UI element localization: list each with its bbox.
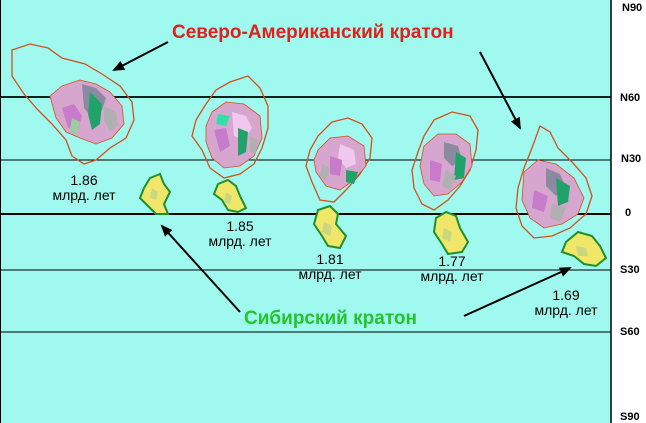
north-american-craton-1-85 [191, 75, 269, 179]
lat-label-equator: 0 [625, 207, 631, 219]
age-value-1-77: 1.77 [438, 253, 465, 269]
arrow-to-siberian-last [463, 267, 572, 317]
latitude-labels: N90 N60 N30 0 S30 S60 S90 [620, 2, 642, 423]
siberian-craton-1-85 [212, 178, 248, 214]
north-american-craton-label: Северо-Американский кратон [172, 22, 454, 43]
age-unit-1-86: млрд. лет [52, 187, 116, 203]
lat-label-s90: S90 [620, 411, 640, 423]
age-unit-1-85: млрд. лет [208, 233, 272, 249]
north-american-craton-1-77 [411, 111, 479, 211]
age-unit-1-81: млрд. лет [298, 266, 362, 282]
pointer-arrows [112, 41, 572, 317]
arrow-to-north-american-first [112, 41, 169, 71]
age-unit-1-69: млрд. лет [534, 302, 598, 318]
north-american-craton-1-81 [305, 117, 373, 203]
lat-label-s60: S60 [620, 326, 640, 338]
lat-label-n60: N60 [620, 92, 640, 104]
arrow-to-north-american-last [479, 51, 521, 130]
lat-label-n90: N90 [622, 2, 642, 14]
age-unit-1-77: млрд. лет [420, 268, 484, 284]
age-value-1-85: 1.85 [226, 218, 253, 234]
age-value-1-86: 1.86 [70, 172, 97, 188]
lat-label-n30: N30 [621, 153, 641, 165]
north-american-craton-1-69 [515, 125, 593, 239]
lat-label-s30: S30 [620, 264, 640, 276]
siberian-craton-1-81 [312, 204, 348, 250]
siberian-craton-label: Сибирский кратон [244, 308, 417, 329]
ocean-background [0, 0, 611, 423]
siberian-craton-1-69 [560, 230, 608, 268]
siberian-craton-1-77 [432, 210, 470, 256]
age-value-1-69: 1.69 [552, 287, 579, 303]
age-value-1-81: 1.81 [316, 251, 343, 267]
siberian-craton-1-86 [138, 172, 172, 215]
age-labels: 1.86 млрд. лет 1.85 млрд. лет 1.81 млрд.… [52, 172, 598, 318]
arrow-to-siberian-first [160, 224, 241, 313]
north-american-craton-1-86 [11, 43, 135, 165]
